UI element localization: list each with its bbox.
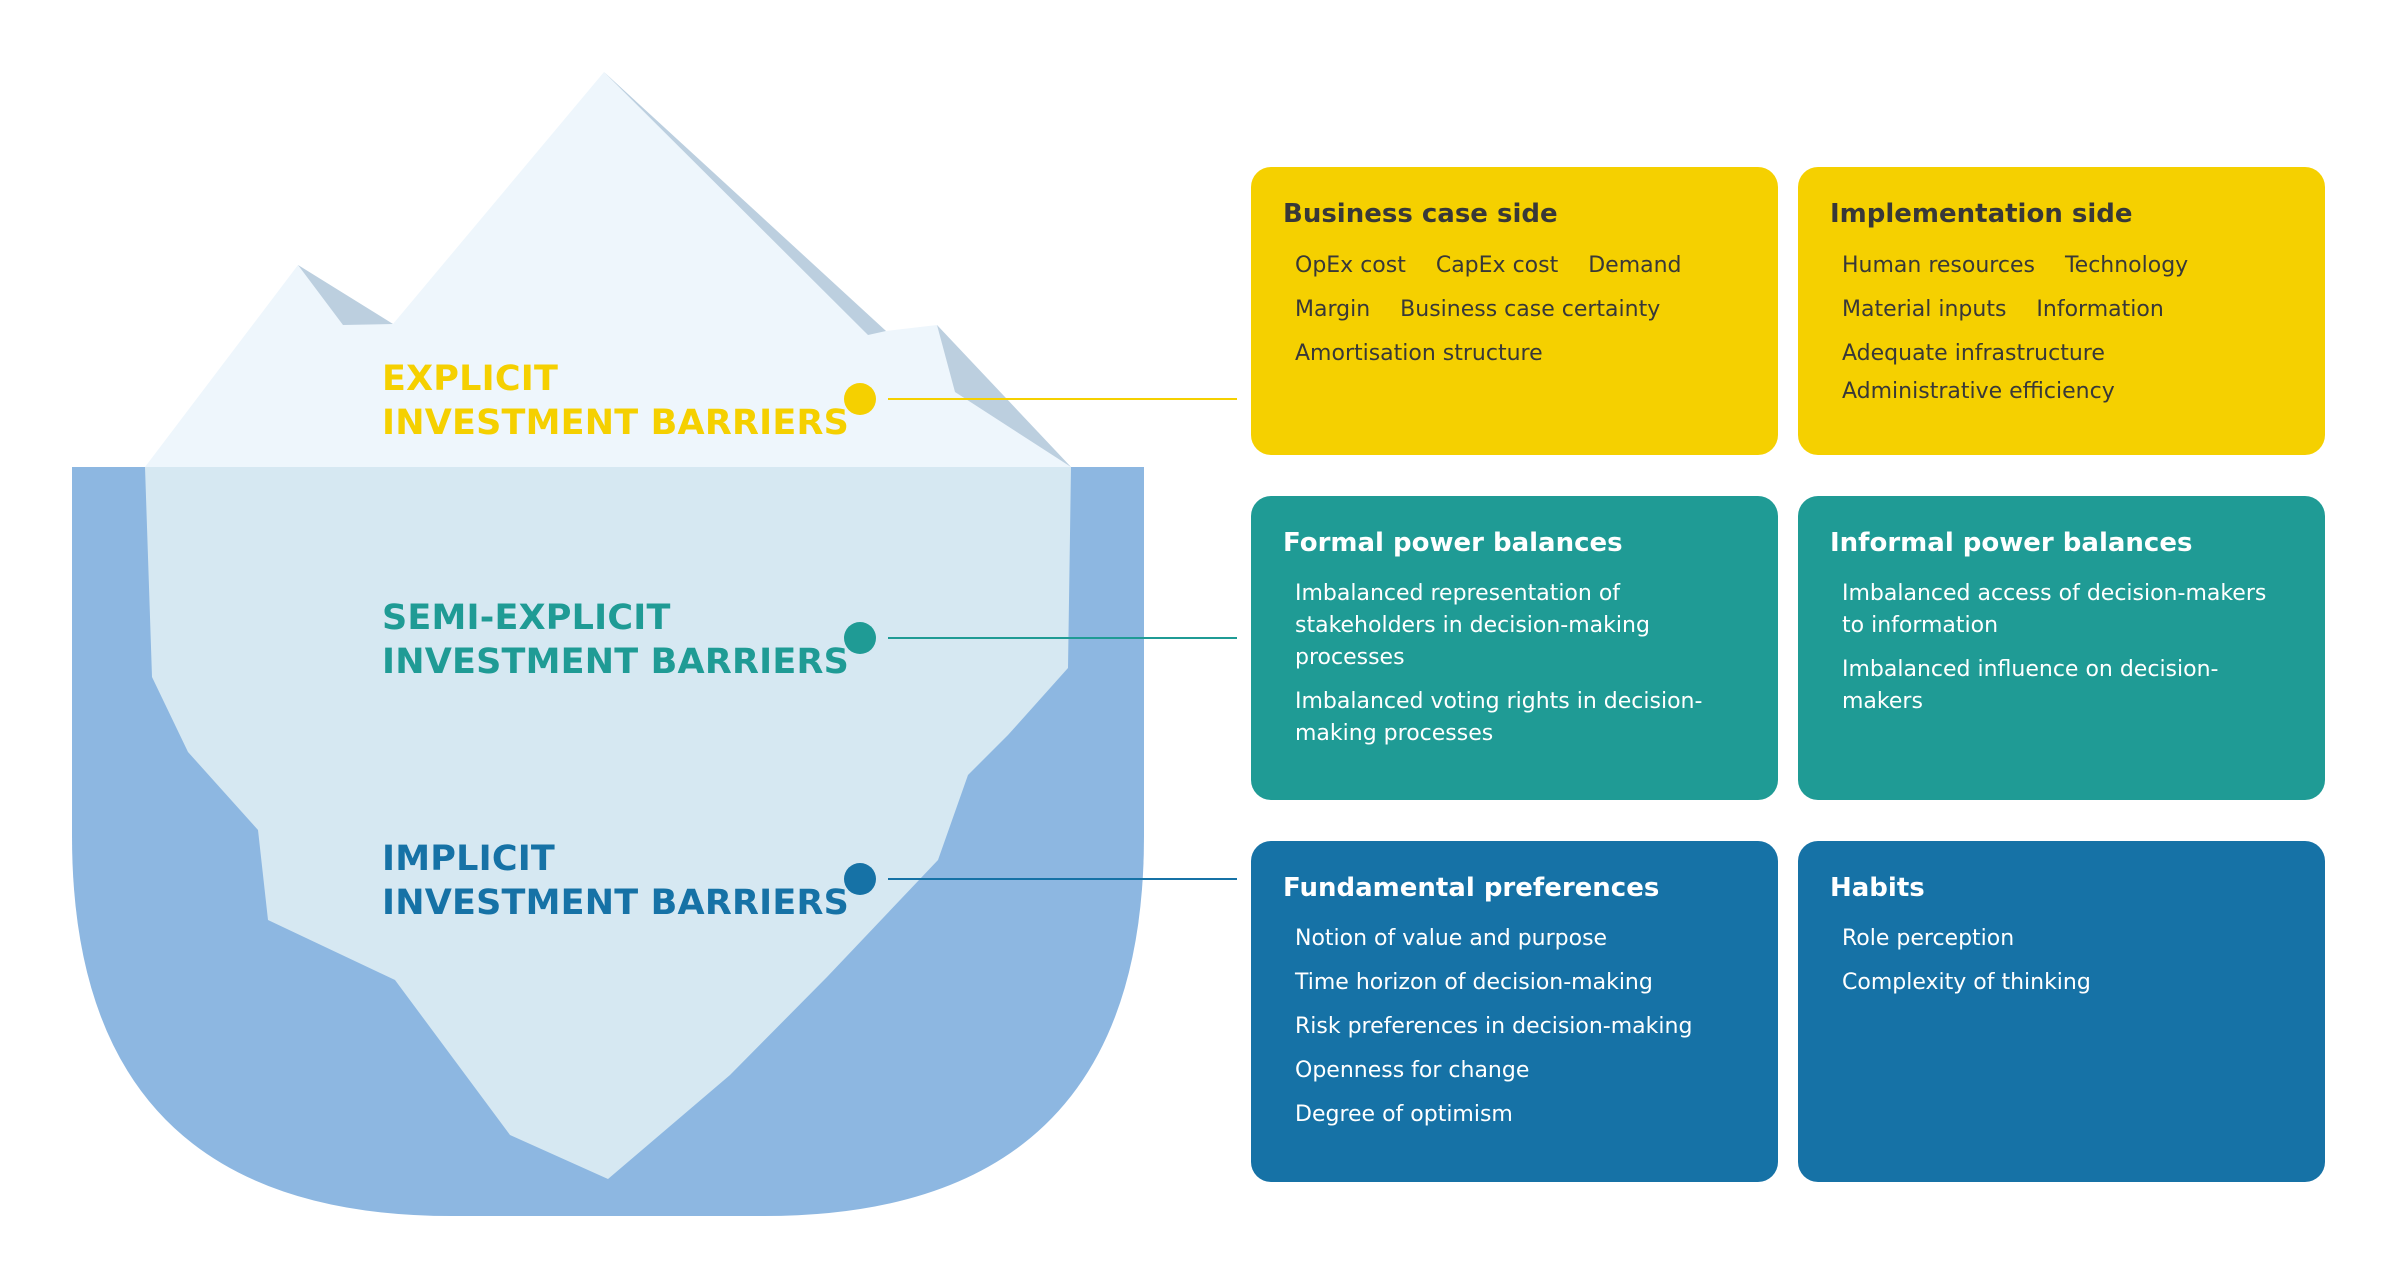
box-business-case-side: Business case side OpEx cost CapEx cost … xyxy=(1251,167,1778,455)
list-item: Time horizon of decision-making xyxy=(1295,970,1653,995)
item-list: Imbalanced access of decision-makers to … xyxy=(1830,578,2293,718)
tag-item: Margin xyxy=(1295,297,1371,322)
level-label-line1: IMPLICIT xyxy=(382,839,556,879)
ice-shadow-peak xyxy=(604,72,886,335)
tag-item: Business case certainty xyxy=(1400,297,1661,322)
underwater-ice xyxy=(145,467,1071,1179)
dot-semi-explicit xyxy=(844,622,876,654)
tag-item: Demand xyxy=(1588,253,1682,278)
list-item: Imbalanced representation of stakeholder… xyxy=(1295,581,1650,670)
tag-list: OpEx cost CapEx cost Demand Margin Busin… xyxy=(1283,249,1746,381)
box-habits: Habits Role perception Complexity of thi… xyxy=(1798,841,2325,1182)
tag-item: Administrative efficiency xyxy=(1842,379,2115,404)
list-item: Risk preferences in decision-making xyxy=(1295,1014,1693,1039)
level-label-implicit: IMPLICIT INVESTMENT BARRIERS xyxy=(382,837,849,925)
level-label-line1: SEMI-EXPLICIT xyxy=(382,598,671,638)
tag-item: Human resources xyxy=(1842,253,2035,278)
level-label-semi-explicit: SEMI-EXPLICIT INVESTMENT BARRIERS xyxy=(382,596,849,684)
list-item: Imbalanced access of decision-makers to … xyxy=(1842,581,2267,638)
dot-explicit xyxy=(844,383,876,415)
box-title: Fundamental preferences xyxy=(1283,873,1660,903)
list-item: Notion of value and purpose xyxy=(1295,926,1608,951)
box-title: Informal power balances xyxy=(1830,528,2193,558)
tag-item: Technology xyxy=(2064,253,2189,278)
tag-list: Human resources Technology Material inpu… xyxy=(1830,249,2293,419)
box-formal-power-balances: Formal power balances Imbalanced represe… xyxy=(1251,496,1778,800)
list-item: Imbalanced influence on decision-makers xyxy=(1842,657,2219,714)
tag-item: Amortisation structure xyxy=(1295,341,1543,366)
level-label-line2: INVESTMENT BARRIERS xyxy=(382,883,850,923)
box-title: Implementation side xyxy=(1830,199,2133,229)
list-item: Imbalanced voting rights in decision-mak… xyxy=(1295,689,1703,746)
item-list: Role perception Complexity of thinking xyxy=(1830,923,2293,999)
tag-item: Information xyxy=(2036,297,2164,322)
dot-implicit xyxy=(844,863,876,895)
box-title: Formal power balances xyxy=(1283,528,1623,558)
list-item: Complexity of thinking xyxy=(1842,970,2091,995)
box-title: Habits xyxy=(1830,873,1925,903)
list-item: Degree of optimism xyxy=(1295,1102,1513,1127)
item-list: Imbalanced representation of stakeholder… xyxy=(1283,578,1746,750)
tag-item: OpEx cost xyxy=(1295,253,1406,278)
box-implementation-side: Implementation side Human resources Tech… xyxy=(1798,167,2325,455)
level-label-line1: EXPLICIT xyxy=(382,359,559,399)
box-fundamental-preferences: Fundamental preferences Notion of value … xyxy=(1251,841,1778,1182)
ice-shadow-right xyxy=(937,325,1071,467)
tag-item: Adequate infrastructure xyxy=(1842,341,2105,366)
ice-above-water xyxy=(145,72,1071,467)
level-label-line2: INVESTMENT BARRIERS xyxy=(382,642,850,682)
tag-item: CapEx cost xyxy=(1435,253,1559,278)
box-informal-power-balances: Informal power balances Imbalanced acces… xyxy=(1798,496,2325,800)
list-item: Role perception xyxy=(1842,926,2015,951)
list-item: Openness for change xyxy=(1295,1058,1530,1083)
item-list: Notion of value and purpose Time horizon… xyxy=(1283,923,1746,1131)
level-label-explicit: EXPLICIT INVESTMENT BARRIERS xyxy=(382,357,849,445)
ice-shadow-left xyxy=(298,265,393,325)
tag-item: Material inputs xyxy=(1842,297,2007,322)
level-label-line2: INVESTMENT BARRIERS xyxy=(382,403,850,443)
box-title: Business case side xyxy=(1283,199,1558,229)
